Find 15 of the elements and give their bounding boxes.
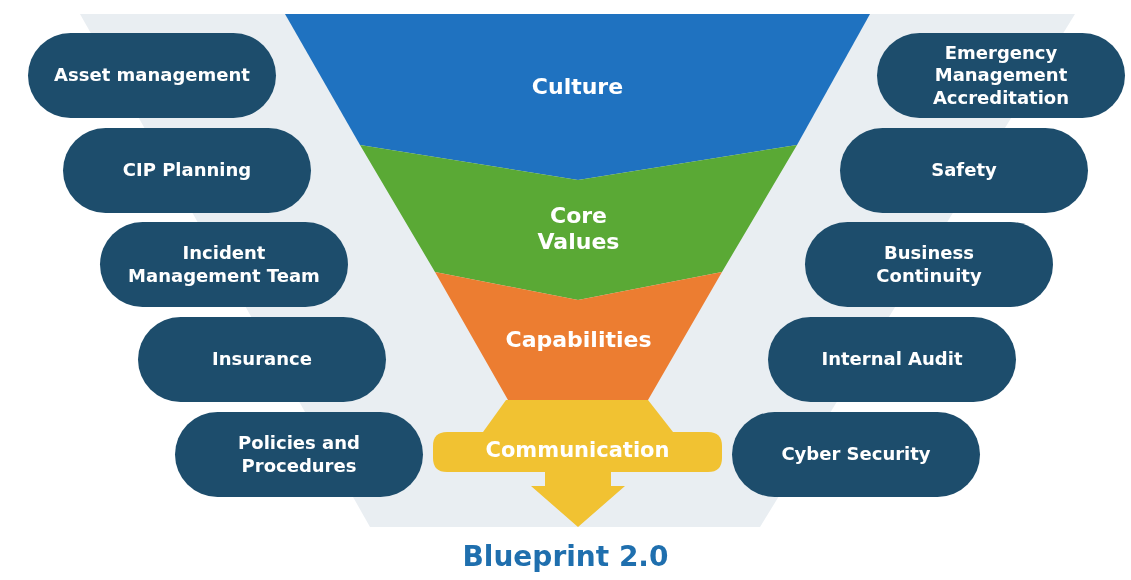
pill-label: Emergency Management Accreditation	[931, 41, 1071, 110]
diagram-title: Blueprint 2.0	[461, 540, 670, 573]
pill-label: Safety	[931, 159, 997, 182]
layer-label: Culture	[530, 74, 625, 101]
pill-label: Asset management	[54, 64, 250, 87]
pill-label: Business Continuity	[875, 242, 983, 287]
layer-label: Communication	[484, 438, 671, 464]
pill-label: Incident Management Team	[127, 242, 321, 287]
pill-label: Internal Audit	[821, 348, 963, 371]
pill-label: Policies and Procedures	[237, 432, 361, 477]
pill-label: Cyber Security	[781, 443, 931, 466]
pill-label: CIP Planning	[122, 159, 252, 182]
layer-label: Core Values	[536, 203, 621, 256]
pill-label: Insurance	[212, 348, 312, 371]
layer-label: Capabilities	[504, 327, 653, 354]
